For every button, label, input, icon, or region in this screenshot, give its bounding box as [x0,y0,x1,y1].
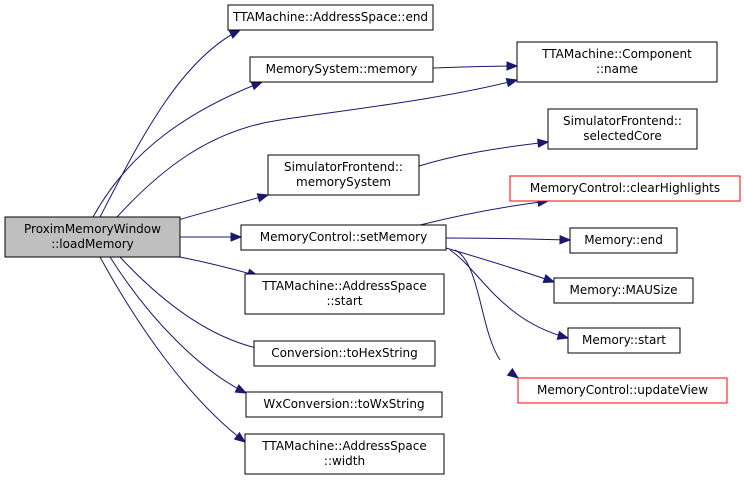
edge-sf_memsys-to-sf_selectedcore [418,138,550,167]
edge-arrowhead [234,384,248,394]
node-box [4,216,181,258]
node-label-line: ::name [596,62,638,76]
edge-line [418,141,549,167]
node-label-line: MemorySystem::memory [266,62,418,76]
edge-arrowhead [506,61,519,71]
node-mc_clear[interactable]: MemoryControl::clearHighlights [509,175,741,202]
edge-line [99,29,241,218]
edge-line [445,237,571,241]
node-label-line: ProximMemoryWindow [24,222,161,236]
edge-root-to-ms_memory [92,81,264,218]
edge-arrowhead [228,29,242,39]
edge-line [92,81,263,218]
node-box [245,391,443,418]
edge-line [449,249,569,339]
node-box [244,273,445,315]
node-mem_end[interactable]: Memory::end [569,227,678,254]
edge-arrowhead [250,81,264,91]
node-mem_mau[interactable]: Memory::MAUSize [553,277,694,304]
edge-arrowhead [556,330,570,340]
edge-line [419,200,549,226]
edge-line [432,65,518,69]
edge-mc_setmem-to-mem_end [445,235,572,245]
node-root[interactable]: ProximMemoryWindow::loadMemory [4,216,181,258]
node-label-line: TTAMachine::AddressSpace::end [232,10,428,24]
node-label-line: SimulatorFrontend:: [563,114,682,128]
node-box [516,41,718,83]
edge-line [454,249,501,361]
node-comp_name[interactable]: TTAMachine::Component::name [516,41,718,83]
node-box [227,4,434,31]
node-box [249,56,434,83]
node-box [244,433,445,475]
edge-arrowhead [559,235,572,245]
node-label-line: TTAMachine::Component [541,47,692,61]
edge-line [116,79,518,218]
edge-arrowhead [233,431,247,443]
edge-line [445,247,555,283]
edge-line [179,256,259,277]
node-box [553,277,694,304]
edge-mc_setmem-to-mem_mau [445,247,556,283]
edge-root-to-as_width [99,256,247,443]
node-mc_setmem[interactable]: MemoryControl::setMemory [240,224,447,251]
node-as_end[interactable]: TTAMachine::AddressSpace::end [227,4,434,31]
edge-arrowhead [505,78,519,88]
node-box [569,227,678,254]
node-label-line: TTAMachine::AddressSpace [261,439,426,453]
nodes-layer: ProximMemoryWindow::loadMemoryTTAMachine… [4,4,741,475]
node-mc_update[interactable]: MemoryControl::updateView [517,377,728,404]
edge-root-to-comp_name [116,78,519,218]
node-label-line: ::width [324,454,365,468]
edge-arrowhead [230,232,243,242]
edge-line [99,256,246,443]
node-ms_memory[interactable]: MemorySystem::memory [249,56,434,83]
edge-root-to-wxconv [109,256,248,394]
edge-arrowhead [256,193,270,203]
node-sf_selectedcore[interactable]: SimulatorFrontend::selectedCore [547,108,698,150]
node-label-line: MemoryControl::setMemory [260,230,427,244]
edge-arrowhead [537,138,550,148]
node-box [267,154,420,196]
edge-ms_memory-to-comp_name [432,61,519,71]
node-label-line: Conversion::toHexString [271,346,418,360]
edge-arrowhead [542,274,556,283]
node-box [517,377,728,404]
edge-mc_setmem-to-mc_update [454,249,520,379]
node-label-line: ::loadMemory [51,237,134,251]
edge-mc_setmem-to-mc_clear [419,197,550,226]
node-label-line: SimulatorFrontend:: [284,160,403,174]
edge-line [177,194,269,221]
node-label-line: memorySystem [296,175,391,189]
node-box [253,340,436,367]
node-as_width[interactable]: TTAMachine::AddressSpace::width [244,433,445,475]
node-label-line: MemoryControl::clearHighlights [530,181,720,195]
edge-root-to-conv_hex [119,256,268,353]
node-wxconv[interactable]: WxConversion::toWxString [245,391,443,418]
edge-mc_setmem-to-mem_start [449,249,570,340]
node-label-line: selectedCore [583,129,661,143]
node-label-line: MemoryControl::updateView [537,383,708,397]
edge-line [109,256,247,394]
node-as_start[interactable]: TTAMachine::AddressSpace::start [244,273,445,315]
edge-arrowhead [506,367,520,379]
node-box [547,108,698,150]
node-label-line: Memory::end [584,233,663,247]
edge-line [119,256,267,351]
node-mem_start[interactable]: Memory::start [567,327,681,354]
node-label-line: TTAMachine::AddressSpace [261,279,426,293]
node-box [509,175,741,202]
node-label-line: Memory::start [582,333,666,347]
node-label-line: ::start [326,294,362,308]
node-label-line: WxConversion::toWxString [263,397,424,411]
node-box [567,327,681,354]
node-sf_memsys[interactable]: SimulatorFrontend::memorySystem [267,154,420,196]
edge-root-to-as_end [99,29,242,218]
edge-root-to-sf_memsys [177,193,270,221]
node-box [240,224,447,251]
node-conv_hex[interactable]: Conversion::toHexString [253,340,436,367]
edge-root-to-mc_setmem [180,232,243,242]
node-label-line: Memory::MAUSize [570,283,678,297]
